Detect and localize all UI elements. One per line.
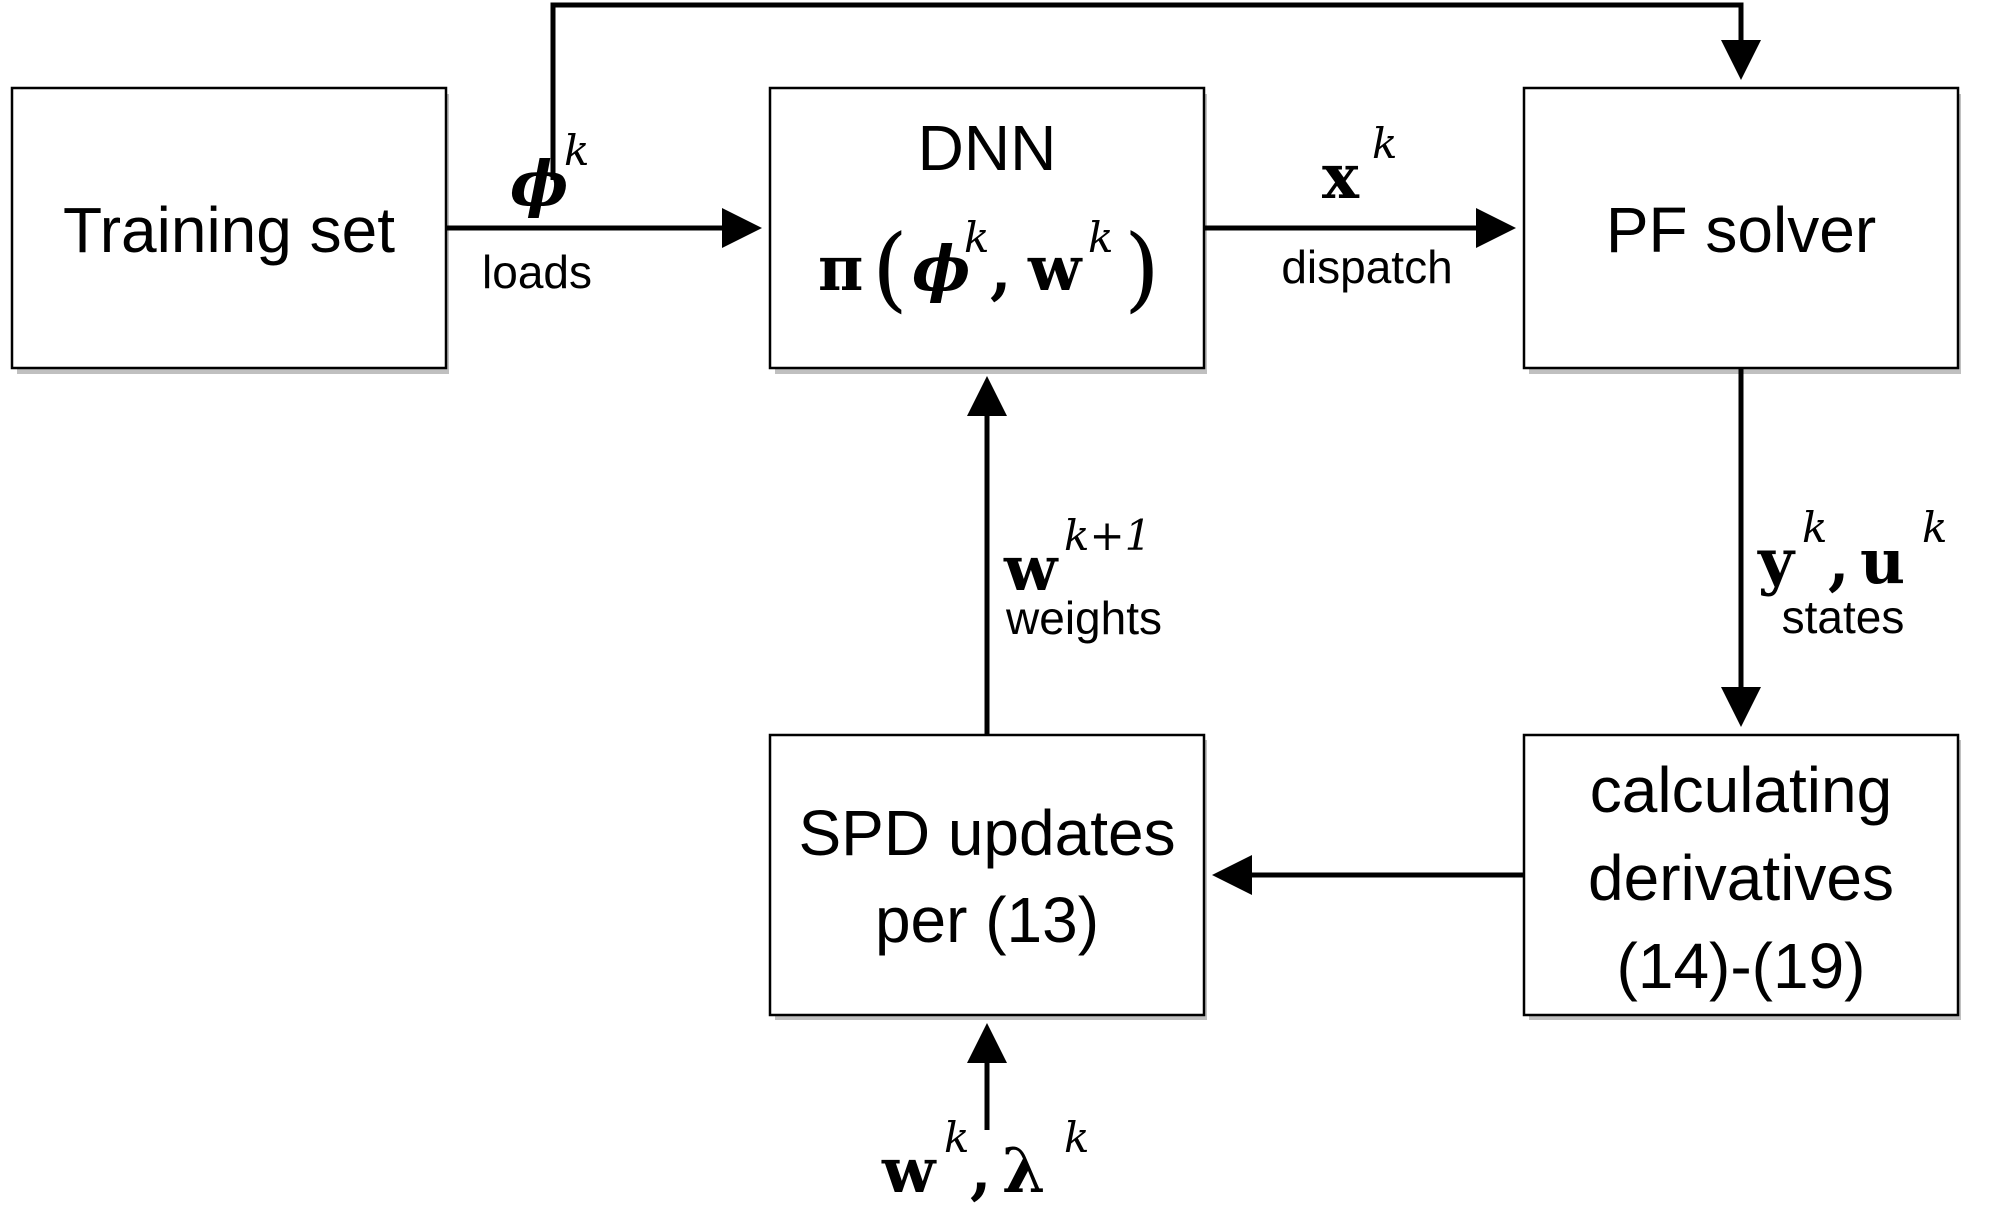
dnn-formula: π ( ϕ k , w k ) [818,213,1160,322]
pf-solver-label: PF solver [1606,194,1876,266]
weights-label: weights [1005,592,1162,644]
input-w-sup: k [944,1113,969,1162]
dnn-close-paren: ) [1124,215,1160,322]
input-w: w [881,1134,937,1207]
input-comma: , [970,1134,992,1207]
weights-label-group: w k+1 weights [1003,511,1162,644]
dnn-w: w [1027,232,1083,305]
loads-label: loads [482,246,592,298]
training-set-label: Training set [63,194,395,266]
dnn-comma: , [990,234,1012,307]
dnn-open-paren: ( [872,215,908,322]
edge-training-to-pf [550,2,1761,180]
dnn-phi-sup: k [964,213,989,262]
loads-symbol-sup: k [564,126,589,175]
derivatives-line2: derivatives [1588,842,1894,914]
loads-label-group: ϕ k loads [482,126,592,298]
dnn-pi: π [818,232,863,305]
spd-updates-line2: per (13) [875,884,1099,956]
training-set-box: Training set [10,86,448,370]
input-label-group: w k , λ k [881,1113,1089,1207]
spd-updates-line1: SPD updates [798,797,1175,869]
states-y-sup: k [1802,503,1827,552]
dispatch-symbol: x [1322,140,1360,213]
states-label-group: y k , u k states [1757,503,1947,643]
states-label: states [1782,591,1905,643]
spd-updates-box: SPD updates per (13) [768,733,1206,1017]
weights-symbol-sup: k+1 [1064,511,1151,560]
derivatives-line3: (14)-(19) [1617,930,1866,1002]
states-u: u [1860,525,1905,598]
dnn-title: DNN [918,112,1057,184]
dispatch-label: dispatch [1281,241,1452,293]
input-lambda-sup: k [1064,1113,1089,1162]
states-comma: , [1828,525,1850,598]
states-u-sup: k [1922,503,1947,552]
pf-solver-box: PF solver [1522,86,1960,370]
loads-symbol: ϕ [510,147,568,220]
dispatch-label-group: x k dispatch [1281,119,1452,293]
weights-symbol: w [1003,532,1059,605]
input-lambda: λ [1002,1134,1045,1207]
dnn-w-sup: k [1088,213,1113,262]
states-y: y [1757,525,1796,598]
dnn-phi: ϕ [912,232,970,305]
derivatives-line1: calculating [1590,754,1892,826]
derivatives-box: calculating derivatives (14)-(19) [1522,733,1960,1017]
dnn-box: DNN π ( ϕ k , w k ) [768,86,1206,370]
dispatch-symbol-sup: k [1372,119,1397,168]
